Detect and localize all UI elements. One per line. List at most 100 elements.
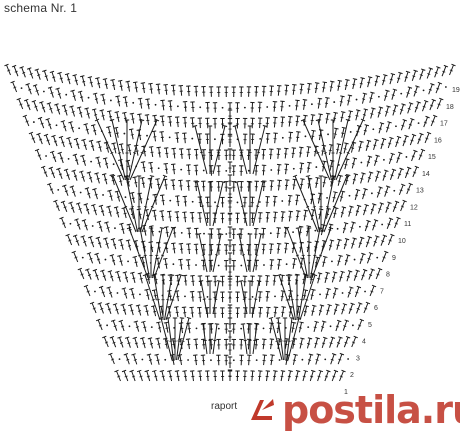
chain-dot	[69, 222, 72, 225]
stitch-symbol	[412, 165, 420, 178]
stitch-symbol	[189, 306, 194, 318]
stitch-symbol	[94, 118, 125, 181]
stitch-symbol	[337, 352, 345, 365]
stitch-symbol	[133, 81, 138, 93]
chain-dot	[243, 106, 246, 109]
stitch-symbol	[276, 227, 281, 238]
chain-dot	[81, 256, 84, 259]
stitch-symbol	[205, 117, 210, 129]
stitch-symbol	[136, 175, 142, 232]
fan-right-3	[284, 226, 334, 279]
stitch-symbol	[386, 217, 394, 229]
fan-right-2	[276, 273, 318, 321]
chain-dot	[395, 125, 397, 128]
stitch-symbol	[250, 212, 255, 223]
stitch-symbol	[32, 84, 40, 96]
stitch-symbol	[92, 188, 98, 200]
stitch-symbol	[152, 227, 165, 279]
stitch-symbol	[190, 101, 195, 113]
stitch-symbol	[72, 153, 79, 165]
stitch-symbol	[254, 86, 259, 97]
stitch-symbol	[370, 107, 376, 119]
stitch-symbol	[220, 275, 225, 287]
stitch-symbol	[336, 143, 342, 155]
stitch-symbol	[311, 226, 334, 279]
stitch-symbol	[212, 307, 217, 318]
stitch-symbol	[10, 80, 18, 93]
stitch-symbol	[235, 370, 240, 382]
fan-left-2	[142, 273, 184, 321]
fan-right-5	[300, 118, 366, 181]
stitch-symbol	[102, 78, 108, 90]
stitch-symbol	[258, 291, 263, 302]
stitch-symbol	[254, 180, 259, 192]
stitch-symbol	[197, 306, 202, 318]
stitch-symbol	[223, 338, 229, 350]
chain-dot	[114, 227, 116, 230]
stitch-symbol	[92, 268, 99, 281]
stitch-symbol	[436, 97, 444, 110]
stitch-symbol	[79, 170, 85, 182]
stitch-symbol	[399, 103, 406, 115]
stitch-symbol	[270, 354, 275, 366]
stitch-symbol	[106, 205, 112, 217]
stitch-symbol	[281, 306, 286, 318]
chain-dot	[355, 98, 358, 101]
stitch-symbol	[361, 268, 368, 281]
row-1	[114, 369, 346, 382]
stitch-symbol	[384, 89, 390, 101]
stitch-symbol	[83, 123, 89, 135]
stitch-symbol	[220, 117, 225, 129]
stitch-symbol	[227, 317, 233, 329]
stitch-symbol	[246, 86, 252, 97]
stitch-symbol	[302, 99, 308, 110]
stitch-symbol	[342, 222, 349, 234]
chain-dot	[139, 293, 141, 296]
stitch-symbol	[185, 259, 191, 270]
stitch-symbol	[58, 135, 65, 148]
stitch-symbol	[148, 161, 154, 173]
stitch-symbol	[227, 291, 233, 303]
stitch-symbol	[128, 303, 134, 316]
stitch-symbol	[59, 216, 66, 229]
stitch-symbol	[322, 176, 328, 188]
stitch-symbol	[300, 178, 305, 190]
stitch-symbol	[295, 370, 301, 382]
row-9	[65, 233, 395, 255]
stitch-symbol	[185, 180, 191, 191]
stitch-symbol	[299, 337, 305, 349]
stitch-symbol	[273, 306, 279, 318]
stitch-symbol	[126, 226, 149, 279]
stitch-symbol	[374, 154, 380, 166]
stitch-symbol	[131, 353, 138, 365]
stitch-symbol	[272, 101, 278, 112]
chain-dot	[347, 358, 350, 360]
stitch-symbol	[365, 139, 372, 151]
chain-dot	[274, 295, 276, 298]
stitch-symbol	[71, 169, 78, 181]
chain-dot	[314, 229, 317, 232]
stitch-symbol	[351, 237, 357, 249]
stitch-symbol	[110, 174, 137, 233]
stitch-symbol	[51, 134, 58, 147]
stitch-symbol	[352, 173, 359, 185]
stitch-symbol	[121, 369, 129, 382]
stitch-symbol	[422, 99, 429, 112]
stitch-symbol	[186, 227, 192, 239]
stitch-symbol	[250, 275, 255, 287]
stitch-symbol	[227, 252, 233, 264]
fan-mid-left-4	[194, 181, 226, 227]
chain-dot	[341, 292, 344, 294]
stitch-symbol	[141, 174, 168, 233]
stitch-symbol	[223, 260, 229, 271]
stitch-symbol	[104, 221, 110, 233]
stitch-symbol	[84, 107, 90, 119]
row-19	[4, 63, 456, 97]
stitch-symbol	[355, 204, 362, 217]
stitch-symbol	[288, 115, 293, 127]
stitch-symbol	[363, 301, 371, 314]
stitch-symbol	[122, 271, 129, 283]
chain-dot	[281, 136, 284, 139]
stitch-symbol	[367, 76, 373, 88]
row-number-2: 2	[350, 372, 354, 379]
